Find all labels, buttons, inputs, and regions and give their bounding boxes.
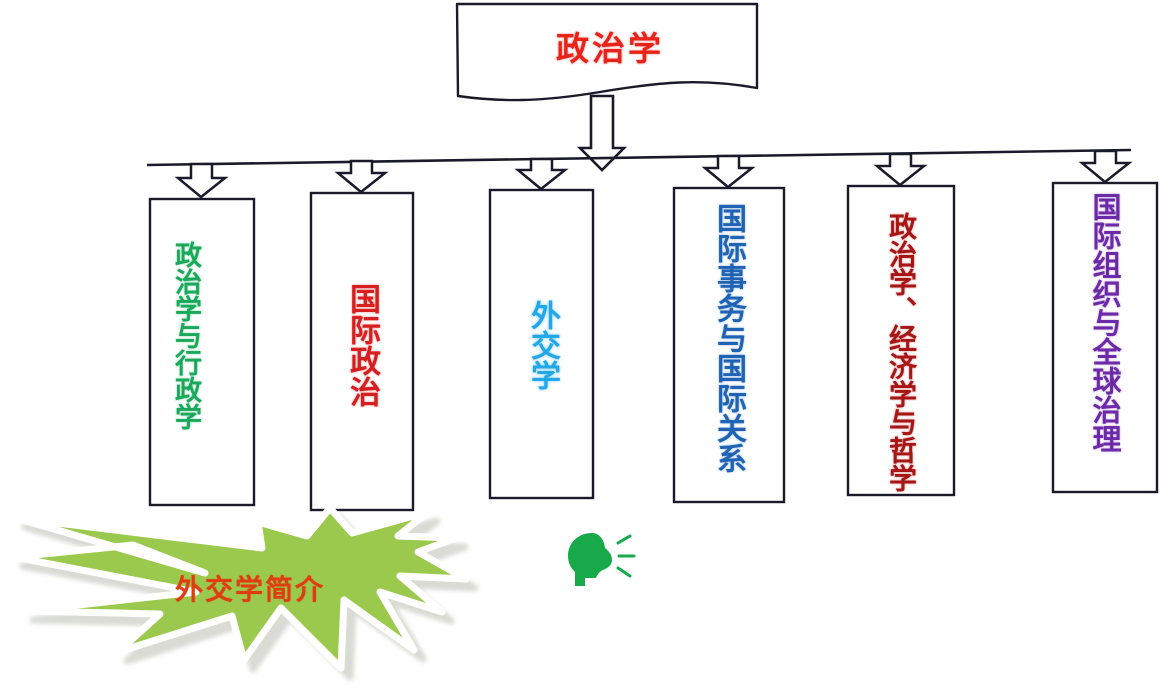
branch-box-2 <box>309 191 415 512</box>
branch-arrow-6 <box>1078 149 1133 184</box>
branch-label-3: 外交学 <box>525 300 560 390</box>
branch-label-4: 国际事务与国际关系 <box>711 203 746 473</box>
branch-arrow-1 <box>174 162 229 199</box>
callout-label: 外交学简介 <box>174 573 325 606</box>
branch-box-5 <box>846 184 956 497</box>
branch-spine-line <box>146 148 1132 167</box>
branch-label-5: 政治学、经济学与哲学 <box>885 212 918 492</box>
branch-box-6 <box>1051 181 1159 494</box>
branch-arrow-5 <box>873 152 928 187</box>
callout-starburst-shape <box>10 504 470 672</box>
root-node-shape <box>455 2 759 102</box>
branch-box-3 <box>488 188 595 500</box>
branch-box-1 <box>148 197 256 507</box>
speaking-head-icon <box>568 533 636 586</box>
branch-label-1: 政治学与行政学 <box>170 241 201 430</box>
branch-box-4 <box>672 186 786 504</box>
branch-arrow-4 <box>701 154 756 189</box>
branch-label-6: 国际组织与全球治理 <box>1088 192 1122 453</box>
root-node-label: 政治学 <box>556 29 664 68</box>
branch-label-2: 国际政治 <box>344 283 380 407</box>
branch-arrow-3 <box>514 157 569 191</box>
branch-arrow-2 <box>334 159 389 194</box>
